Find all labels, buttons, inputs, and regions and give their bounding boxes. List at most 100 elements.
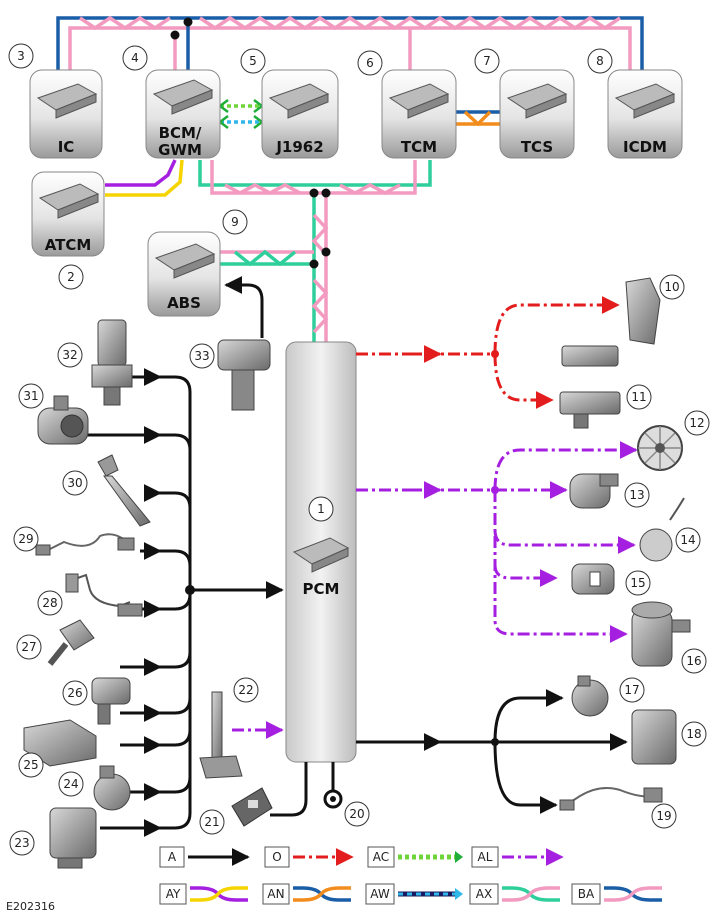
legend: A O AC AL AY AN [159, 846, 662, 905]
figure-id: E202316 [6, 900, 55, 913]
output-purple [356, 441, 638, 643]
module-label-ic: IC [58, 138, 75, 156]
component-23 [49, 807, 97, 869]
module-atcm: ATCM [31, 171, 105, 257]
legend-item-ba: BA [571, 883, 662, 905]
legend-key-al: AL [478, 850, 493, 864]
module-ic: IC [29, 69, 103, 159]
ecu-module-icon [154, 243, 216, 279]
module-label-tcm: TCM [401, 138, 437, 156]
output-black [356, 689, 628, 814]
callout-14: 14 [680, 533, 695, 547]
component-26 [91, 677, 131, 725]
callout-26: 26 [67, 686, 82, 700]
ecu-module-icon [388, 83, 450, 119]
can-network [56, 15, 644, 345]
callout-32: 32 [62, 348, 77, 362]
legend-key-an: AN [267, 887, 284, 901]
callout-8: 8 [596, 54, 604, 68]
callout-25: 25 [23, 758, 38, 772]
component-27 [47, 619, 95, 666]
callout-19: 19 [656, 809, 671, 823]
module-tcs: TCS [499, 69, 575, 159]
fuse-icon [231, 787, 273, 827]
legend-item-al: AL [471, 846, 564, 868]
component-33 [217, 339, 271, 411]
legend-item-ax: AX [469, 883, 560, 905]
legend-item-o: O [264, 846, 354, 868]
legend-item-a: A [159, 846, 250, 868]
component-10 [625, 277, 661, 345]
component-13 [569, 473, 619, 509]
bus-ax-green [198, 160, 432, 187]
component-31 [37, 395, 89, 445]
component-17 [571, 675, 609, 717]
legend-item-ay: AY [159, 883, 248, 905]
module-label-atcm: ATCM [45, 236, 92, 254]
callout-27: 27 [21, 640, 36, 654]
callout-31: 31 [23, 389, 38, 403]
component-30 [97, 454, 151, 527]
ecu-module-icon [614, 83, 676, 119]
legend-key-aw: AW [370, 887, 390, 901]
callout-6: 6 [366, 56, 374, 70]
legend-key-ac: AC [373, 850, 389, 864]
module-label-bcm-1: BCM/ [159, 124, 202, 142]
legend-key-a: A [168, 850, 177, 864]
component-28 [65, 573, 143, 617]
output-red [356, 296, 620, 409]
module-label-pcm: PCM [303, 580, 340, 598]
module-abs: ABS [147, 231, 221, 317]
callout-18: 18 [686, 727, 701, 741]
callout-numbers: 3 4 5 6 7 8 2 9 1 10 11 12 13 14 15 16 1… [14, 49, 704, 850]
callout-2: 2 [67, 270, 75, 284]
callout-33: 33 [194, 349, 209, 363]
component-15 [571, 563, 615, 595]
callout-28: 28 [42, 596, 57, 610]
callout-16: 16 [686, 654, 701, 668]
legend-key-ax: AX [476, 887, 492, 901]
legend-item-aw: AW [365, 883, 463, 905]
callout-13: 13 [629, 488, 644, 502]
callout-1: 1 [317, 502, 325, 516]
callout-7: 7 [483, 54, 491, 68]
module-label-abs: ABS [167, 294, 201, 312]
callout-22: 22 [238, 683, 253, 697]
input-wiring [85, 276, 335, 837]
legend-item-ac: AC [367, 846, 463, 868]
module-pcm: PCM [285, 341, 357, 763]
callout-20: 20 [349, 807, 364, 821]
legend-key-o: O [272, 850, 281, 864]
legend-key-ba: BA [578, 887, 595, 901]
callout-23: 23 [14, 836, 29, 850]
component-18 [631, 709, 677, 765]
module-bcm-gwm: BCM/ GWM [145, 69, 221, 159]
ground-icon [323, 789, 343, 809]
callout-15: 15 [630, 576, 645, 590]
callout-30: 30 [67, 476, 82, 490]
module-label-icdm: ICDM [623, 138, 667, 156]
callout-9: 9 [231, 215, 239, 229]
callout-21: 21 [204, 815, 219, 829]
callouts [8, 43, 710, 856]
component-24 [93, 765, 131, 811]
module-j1962: J1962 [261, 69, 339, 159]
callout-17: 17 [624, 683, 639, 697]
component-16 [631, 601, 691, 667]
module-label-bcm-2: GWM [158, 141, 202, 159]
bus-ba-top-twist [79, 15, 621, 31]
component-11 [559, 345, 621, 429]
ecu-module-icon [36, 83, 98, 119]
module-label-j1962: J1962 [275, 138, 323, 156]
ecu-module-icon [268, 83, 330, 119]
callout-24: 24 [63, 777, 78, 791]
ecu-module-icon [152, 79, 214, 115]
callout-3: 3 [17, 49, 25, 63]
component-29 [35, 533, 135, 556]
component-32 [91, 319, 133, 406]
ecu-module-icon [38, 183, 100, 219]
fan-icon [637, 425, 683, 471]
module-tcm: TCM [381, 69, 457, 159]
component-19 [559, 787, 663, 811]
